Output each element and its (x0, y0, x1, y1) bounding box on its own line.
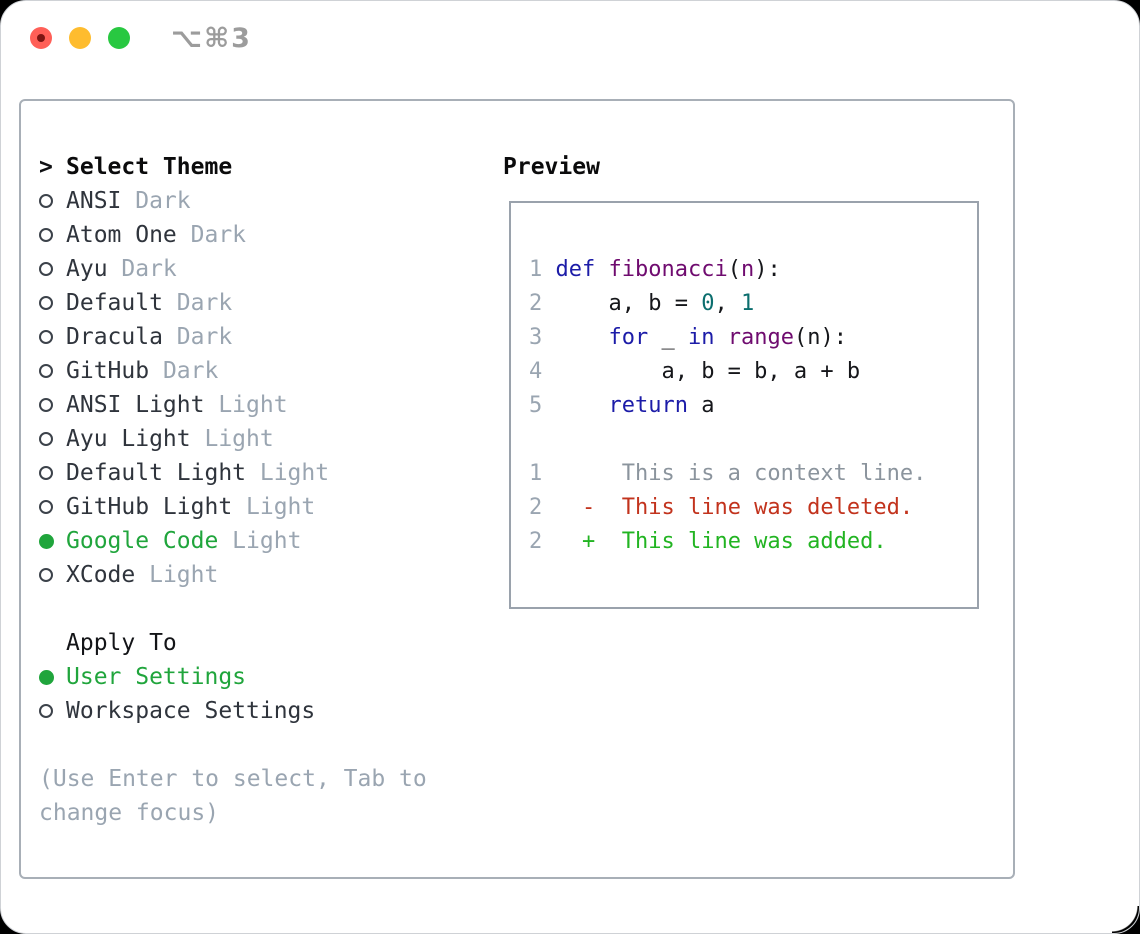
option-label: User Settings (66, 664, 247, 690)
theme-option-dracula[interactable]: Dracula Dark (39, 320, 479, 354)
line-number: 2 (529, 290, 556, 316)
preview-pane: 1 def fibonacci(n): 2 a, b = 0, 1 3 for _ … (509, 201, 979, 609)
theme-option-ansi[interactable]: ANSI Dark (39, 184, 479, 218)
window-title: ⌥⌘3 (171, 23, 252, 54)
radio-unselected-icon (39, 466, 66, 480)
theme-option-atom-one[interactable]: Atom One Dark (39, 218, 479, 252)
option-variant-label: Dark (162, 290, 233, 316)
radio-unselected-icon (39, 228, 66, 242)
option-variant-label: Dark (107, 256, 177, 282)
prompt-cursor-icon: > (39, 154, 53, 180)
radio-unselected-icon (39, 568, 66, 582)
code-line: 2 - This line was deleted. (529, 494, 914, 520)
code-line: 5 return a (529, 392, 715, 418)
select-theme-label: Select Theme (66, 154, 233, 180)
option-label: Ayu (66, 256, 108, 282)
option-label: GitHub (66, 358, 150, 384)
theme-option-github-light[interactable]: GitHub Light Light (39, 490, 479, 524)
theme-option-default[interactable]: Default Dark (39, 286, 479, 320)
radio-unselected-icon (39, 398, 66, 412)
radio-selected-icon (39, 669, 66, 685)
radio-unselected-icon (39, 194, 66, 208)
radio-selected-icon (39, 533, 66, 549)
code-line: 1 def fibonacci(n): (529, 256, 781, 282)
radio-unselected-icon (39, 296, 66, 310)
option-label: Workspace Settings (66, 698, 316, 724)
option-label: Default (66, 290, 163, 316)
theme-option-github[interactable]: GitHub Dark (39, 354, 479, 388)
option-label: GitHub Light (66, 494, 233, 520)
option-label: Ayu Light (66, 426, 191, 452)
option-variant-label: Light (190, 426, 274, 452)
code-line: 4 a, b = b, a + b (529, 358, 861, 384)
option-variant-label: Dark (121, 188, 191, 214)
titlebar: ⌥⌘3 (1, 1, 1139, 75)
code-line: 3 for _ in range(n): (529, 324, 847, 350)
option-label: ANSI Light (66, 392, 205, 418)
line-number: 1 (529, 460, 556, 486)
option-variant-label: Dark (162, 324, 233, 350)
spacer-row (39, 592, 479, 626)
line-number: 5 (529, 392, 556, 418)
option-variant-label: Dark (149, 358, 219, 384)
line-number: 2 (529, 528, 556, 554)
theme-option-ayu[interactable]: Ayu Dark (39, 252, 479, 286)
apply-option-user-settings[interactable]: User Settings (39, 660, 479, 694)
theme-option-xcode[interactable]: XCode Light (39, 558, 479, 592)
theme-option-google-code[interactable]: Google Code Light (39, 524, 479, 558)
line-number: 1 (529, 256, 556, 282)
radio-unselected-icon (39, 704, 66, 718)
option-label: XCode (66, 562, 136, 588)
code-line: 1 This is a context line. (529, 460, 927, 486)
theme-option-ayu-light[interactable]: Ayu Light Light (39, 422, 479, 456)
preview-title: Preview (503, 154, 600, 180)
minimize-button[interactable] (69, 27, 91, 49)
code-line: 2 + This line was added. (529, 528, 887, 554)
option-label: Atom One (66, 222, 177, 248)
apply-to-header: Apply To (39, 626, 479, 660)
option-label: Google Code (66, 528, 219, 554)
hint-line-1: (Use Enter to select, Tab to (39, 766, 427, 792)
option-label: Dracula (66, 324, 163, 350)
option-variant-label: Light (204, 392, 288, 418)
select-theme-header: > Select Theme (39, 150, 479, 184)
code-line (529, 422, 977, 456)
option-variant-label: Dark (176, 222, 247, 248)
hint-line-2: change focus) (39, 800, 220, 826)
radio-unselected-icon (39, 500, 66, 514)
apply-to-label: Apply To (66, 630, 177, 656)
option-variant-label: Light (232, 494, 316, 520)
line-number: 2 (529, 494, 556, 520)
code-line: 2 a, b = 0, 1 (529, 290, 755, 316)
option-label: ANSI (66, 188, 122, 214)
spacer-row (39, 728, 479, 762)
screen-corner (1112, 906, 1139, 933)
preview-code: 1 def fibonacci(n): 2 a, b = 0, 1 3 for _ … (529, 252, 977, 558)
option-variant-label: Light (135, 562, 219, 588)
line-number: 4 (529, 358, 556, 384)
apply-option-workspace-settings[interactable]: Workspace Settings (39, 694, 479, 728)
radio-unselected-icon (39, 364, 66, 378)
option-variant-label: Light (246, 460, 330, 486)
zoom-button[interactable] (108, 27, 130, 49)
option-label: Default Light (66, 460, 247, 486)
option-variant-label: Light (218, 528, 302, 554)
close-button[interactable] (30, 27, 52, 49)
line-number: 3 (529, 324, 556, 350)
radio-unselected-icon (39, 262, 66, 276)
radio-unselected-icon (39, 432, 66, 446)
theme-option-default-light[interactable]: Default Light Light (39, 456, 479, 490)
radio-unselected-icon (39, 330, 66, 344)
theme-option-ansi-light[interactable]: ANSI Light Light (39, 388, 479, 422)
